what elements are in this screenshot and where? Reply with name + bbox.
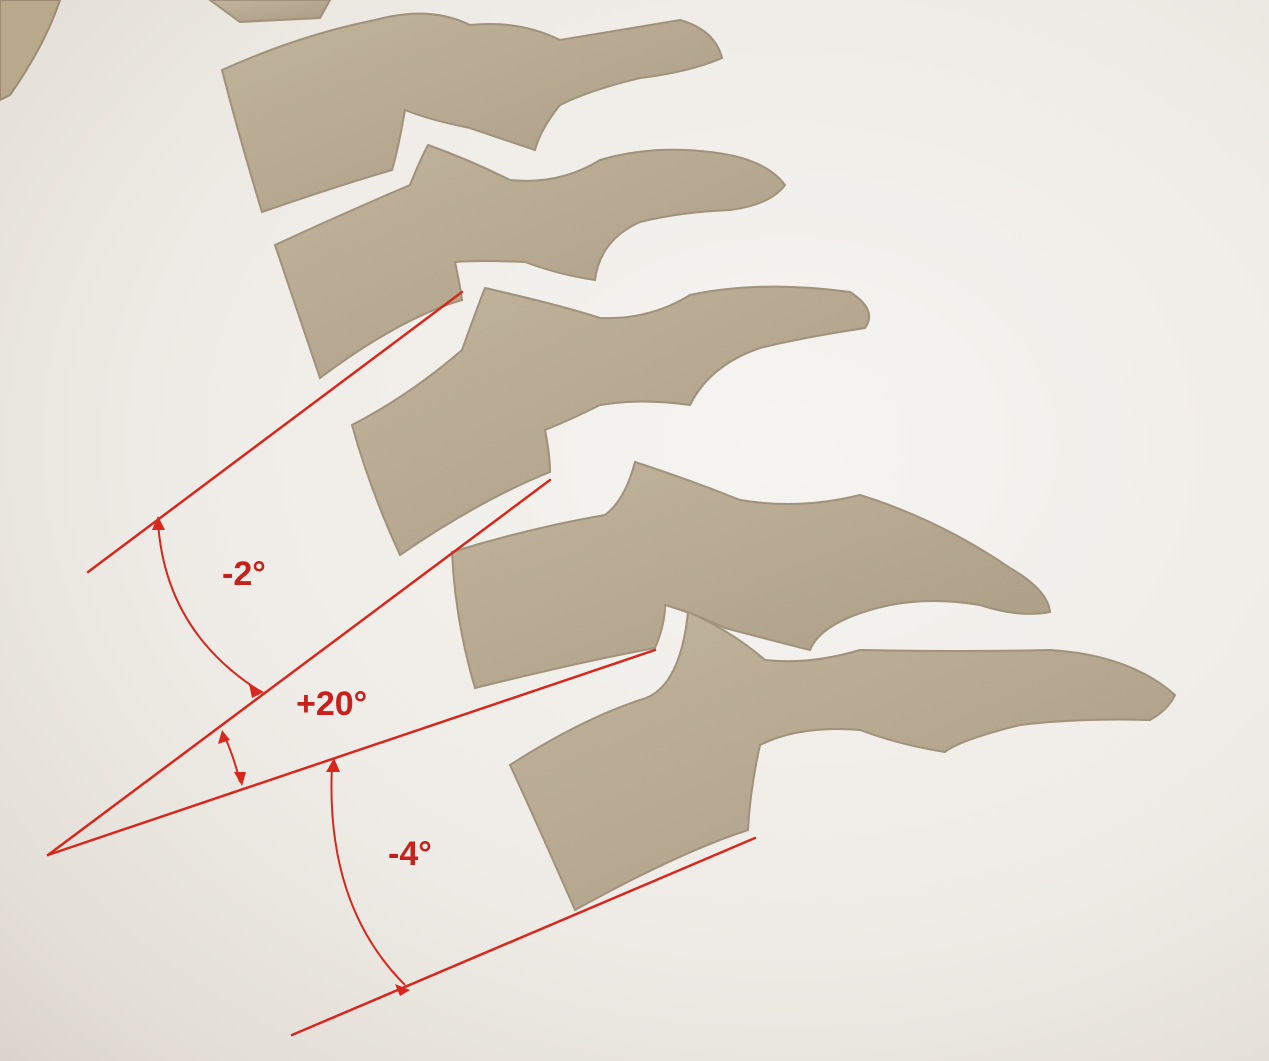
upper-angle-arc xyxy=(158,522,258,690)
skull-edge xyxy=(0,0,60,100)
angle-label-lower: -4° xyxy=(388,835,432,873)
vertebra-top-fragment xyxy=(210,0,330,22)
angle-label-middle: +20° xyxy=(296,685,367,723)
lower-angle-arc xyxy=(331,765,405,985)
angle-label-upper: -2° xyxy=(222,555,266,593)
middle-arc-arrow-bottom xyxy=(234,772,246,786)
middle-arc-arrow-top xyxy=(218,730,230,744)
bottom-reference-line xyxy=(292,838,755,1035)
